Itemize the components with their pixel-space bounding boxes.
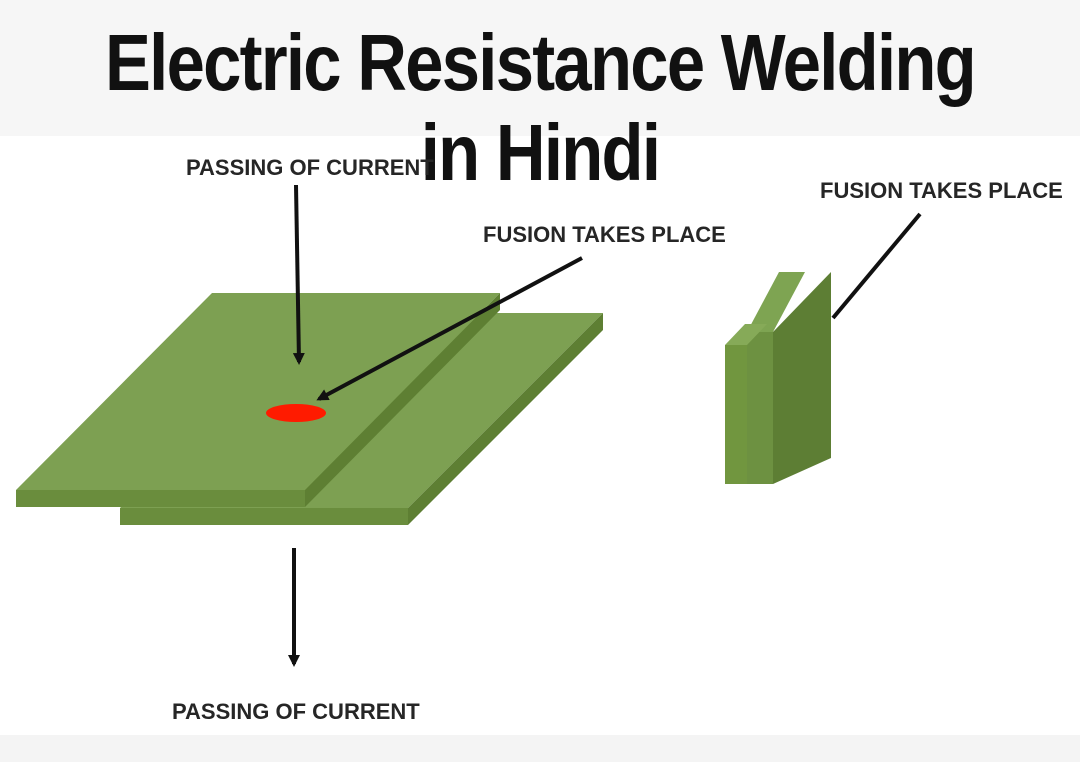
bottom-current-label: PASSING OF CURRENT bbox=[172, 699, 420, 724]
fusion-spot bbox=[266, 404, 326, 422]
upper-plate-front bbox=[16, 490, 305, 507]
upper-plate-side bbox=[305, 293, 500, 507]
side-front-plate-front bbox=[725, 345, 747, 484]
top-current-arrow bbox=[292, 184, 305, 365]
lower-plate-front bbox=[120, 508, 408, 525]
side-back-plate-face bbox=[773, 272, 831, 484]
lower-plate-side bbox=[408, 313, 603, 525]
side-front-plate-top bbox=[725, 324, 767, 345]
fusion-right-label: FUSION TAKES PLACE bbox=[820, 178, 1063, 203]
joint-side-view bbox=[725, 272, 831, 484]
header-band bbox=[0, 0, 1080, 136]
top-current-label: PASSING OF CURRENT bbox=[186, 155, 434, 180]
page-title: Electric Resistance Welding in Hindi bbox=[105, 18, 977, 197]
fusion-center-arrow bbox=[316, 256, 583, 401]
footer-band bbox=[0, 735, 1080, 762]
upper-plate-top bbox=[16, 293, 500, 490]
fusion-center-label: FUSION TAKES PLACE bbox=[483, 222, 726, 247]
fusion-right-pointer bbox=[831, 212, 922, 320]
side-back-plate-top bbox=[747, 272, 805, 332]
upper-plate bbox=[16, 293, 500, 507]
side-back-plate-front bbox=[747, 332, 773, 484]
